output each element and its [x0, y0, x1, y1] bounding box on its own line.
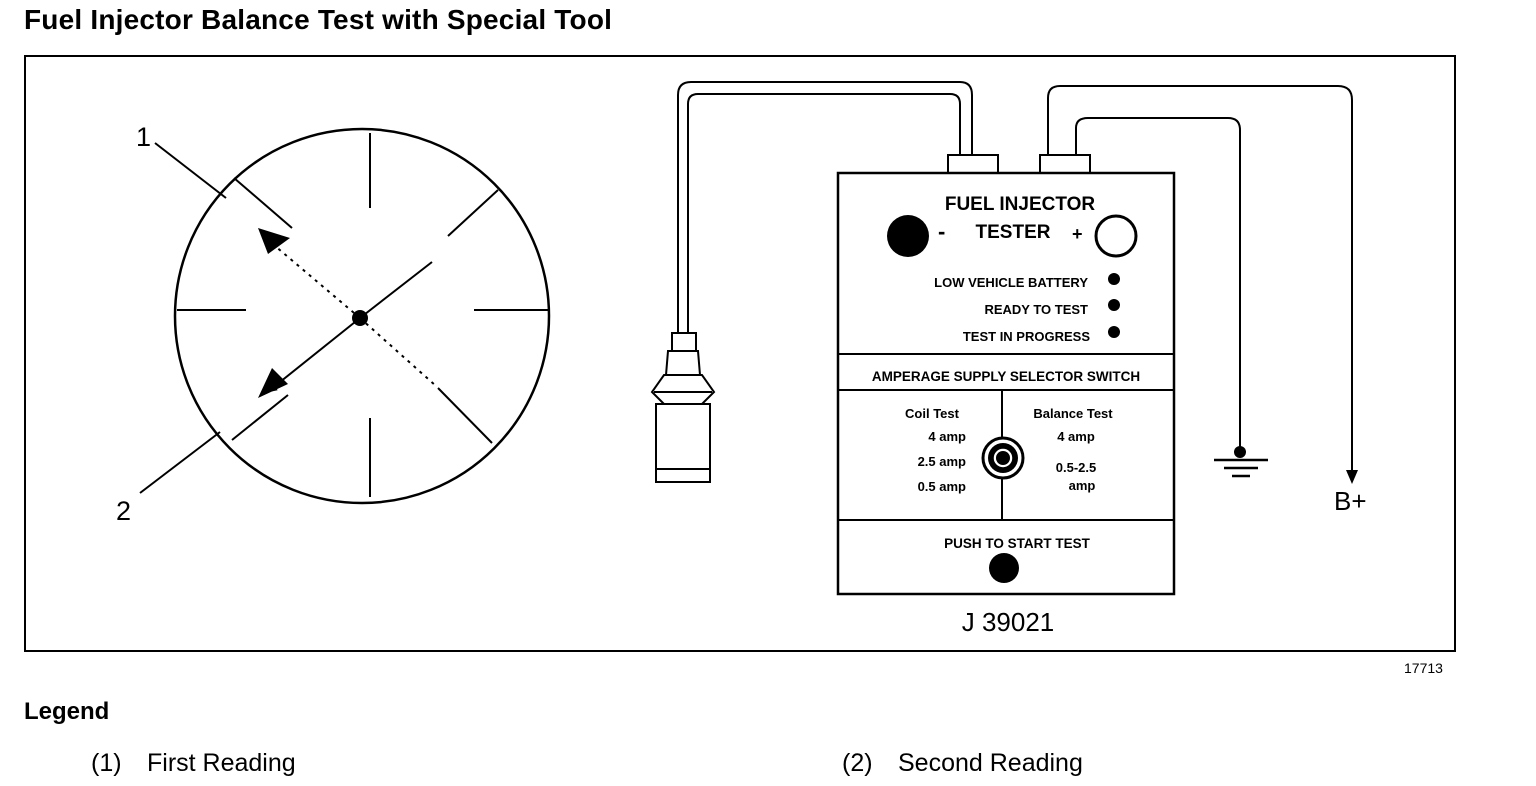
- coil-option-4amp: 4 amp: [928, 429, 966, 444]
- battery-cable: [1228, 85, 1353, 474]
- ground-cable-outer: [1047, 85, 1228, 157]
- cables: [677, 81, 1353, 474]
- callout-line-1: [154, 142, 227, 199]
- tester-subtitle: TESTER: [976, 222, 1051, 243]
- legend-number: (2): [842, 749, 873, 777]
- legend-heading: Legend: [24, 698, 110, 725]
- indicator-low-battery-label: LOW VEHICLE BATTERY: [934, 275, 1088, 290]
- ground-symbol-icon: [1214, 446, 1268, 478]
- callout-line-2: [139, 431, 221, 494]
- injector-cable-inner: [687, 93, 961, 337]
- legend-label: Second Reading: [898, 749, 1083, 777]
- low-battery-led-icon: [1108, 273, 1120, 285]
- injector-connector: [650, 332, 716, 483]
- balance-test-label: Balance Test: [1033, 406, 1113, 421]
- b-plus-arrow: [1346, 470, 1358, 484]
- negative-terminal-icon: [887, 215, 929, 257]
- positive-terminal-icon: [1094, 214, 1138, 258]
- push-to-start-label: PUSH TO START TEST: [944, 536, 1091, 551]
- selector-header: AMPERAGE SUPPLY SELECTOR SWITCH: [872, 369, 1140, 384]
- minus-sign: -: [938, 219, 945, 244]
- legend-number: (1): [91, 749, 122, 777]
- page-title: Fuel Injector Balance Test with Special …: [24, 4, 613, 35]
- callout-2: 2: [116, 496, 131, 526]
- gauge: 1 2: [116, 122, 551, 526]
- legend-label: First Reading: [147, 749, 296, 777]
- needle-second-reading: [266, 317, 361, 393]
- gauge-tick-marks: [177, 133, 549, 497]
- coil-option-2-5amp: 2.5 amp: [918, 454, 966, 469]
- tester-model: J 39021: [962, 607, 1055, 637]
- in-progress-led-icon: [1108, 326, 1120, 338]
- coil-option-0-5amp: 0.5 amp: [918, 479, 966, 494]
- injector-cable-outer: [677, 81, 973, 337]
- indicator-ready-label: READY TO TEST: [984, 302, 1088, 317]
- callout-1: 1: [136, 122, 151, 152]
- b-plus-label: B+: [1334, 486, 1367, 516]
- tester-box: FUEL INJECTOR TESTER - + LOW VEHICLE BAT…: [836, 154, 1176, 637]
- indicator-in-progress-label: TEST IN PROGRESS: [963, 329, 1090, 344]
- legend-item-first-reading: (1) First Reading: [91, 749, 296, 778]
- selector-knob-icon: [981, 436, 1025, 480]
- gauge-pivot: [352, 310, 368, 326]
- balance-option-range: 0.5-2.5: [1056, 460, 1096, 475]
- gauge-dial: [173, 127, 551, 505]
- figure-code: 17713: [1404, 660, 1443, 676]
- diagram-frame: [24, 55, 1456, 652]
- tester-title: FUEL INJECTOR: [945, 194, 1096, 215]
- arrowhead-first: [258, 228, 290, 254]
- arrowhead-second: [258, 368, 288, 398]
- plus-sign: +: [1072, 224, 1083, 244]
- balance-option-4amp: 4 amp: [1057, 429, 1095, 444]
- ready-led-icon: [1108, 299, 1120, 311]
- ground-cable: [1075, 117, 1241, 452]
- start-button-icon: [989, 553, 1019, 583]
- needle-first-reading: [264, 237, 361, 319]
- coil-test-label: Coil Test: [905, 406, 960, 421]
- legend-item-second-reading: (2) Second Reading: [842, 749, 1083, 778]
- balance-option-range-unit: amp: [1069, 478, 1096, 493]
- needle-dotted-tail: [359, 317, 437, 387]
